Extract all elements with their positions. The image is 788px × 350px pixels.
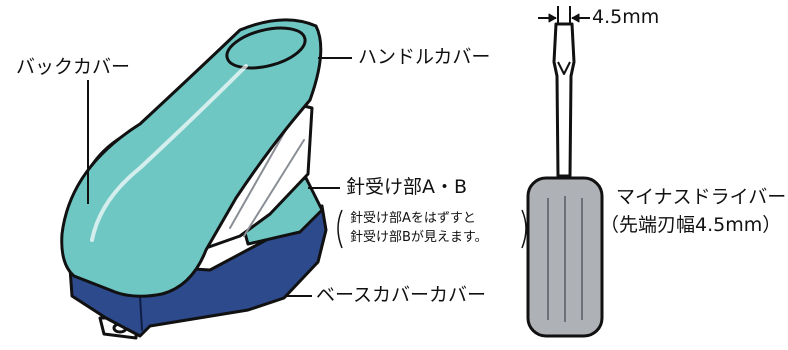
label-handle-cover: ハンドルカバー [358, 46, 491, 68]
label-screwdriver: マイナスドライバー [616, 186, 787, 208]
label-base-cover: ベースカバーカバー [316, 284, 487, 306]
screwdriver-illustration [526, 6, 604, 338]
handle-cover-shape [60, 18, 323, 298]
note-line-1: 針受け部Aをはずすと [350, 211, 476, 226]
label-blade-width: 4.5mm [592, 6, 660, 28]
screwdriver-shaft [552, 22, 576, 178]
base-cover-shape [68, 204, 328, 338]
note-line-2: 針受け部Bが見えます。 [350, 229, 488, 245]
handle-grip-oval [225, 26, 307, 70]
stapler-illustration [60, 18, 328, 340]
blade-width-dimension [538, 6, 590, 28]
label-back-cover: バックカバー [16, 56, 131, 78]
note-brackets [337, 209, 527, 249]
label-needle-holder: 針受け部A・B [346, 176, 468, 198]
label-screwdriver-spec: （先端刃幅4.5mm） [600, 214, 782, 236]
leader-lines [87, 57, 352, 297]
label-note: 針受け部Aをはずすと 針受け部Bが見えます。 [350, 210, 488, 248]
